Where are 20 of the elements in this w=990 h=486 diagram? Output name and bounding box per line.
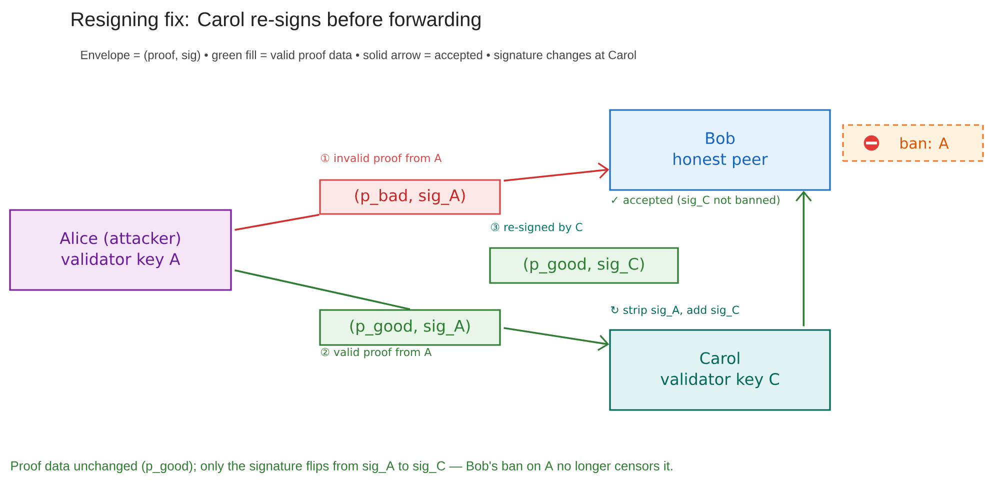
envelope-box: (p_good, sig_C) (489, 247, 679, 284)
actor-box: Carol validator key C (609, 329, 831, 411)
arrow (796, 190, 812, 326)
status-label: ✓ accepted (sig_C not banned) (612, 196, 780, 206)
envelope-box: (p_bad, sig_A) (319, 179, 501, 215)
actor-box: Alice (attacker) validator key A (9, 209, 232, 291)
actor-box: Bob honest peer (609, 109, 831, 191)
step-label: ② valid proof from A (321, 348, 432, 358)
connector-line (234, 214, 320, 231)
ban-tag: ban: A (842, 124, 984, 162)
arrow (504, 162, 610, 182)
arrow (504, 327, 610, 351)
status-label: ↻ strip sig_A, add sig_C (611, 306, 739, 316)
envelope-box: (p_good, sig_A) (319, 309, 501, 346)
connector-line (234, 269, 410, 310)
subtitle: Envelope = (proof, sig) • green fill = valid proof data • solid arrow = accepted • signature changes at Carol (81, 50, 636, 62)
caption: Proof data unchanged (p_good); only the signature flips from sig_A to sig_C — Bob's ban on A no longer censors it. (11, 460, 672, 474)
title: Resigning fix: Carol re-signs before forwarding (72, 12, 480, 30)
step-label: ① invalid proof from A (321, 154, 442, 164)
step-label: ③ re-signed by C (491, 222, 582, 234)
